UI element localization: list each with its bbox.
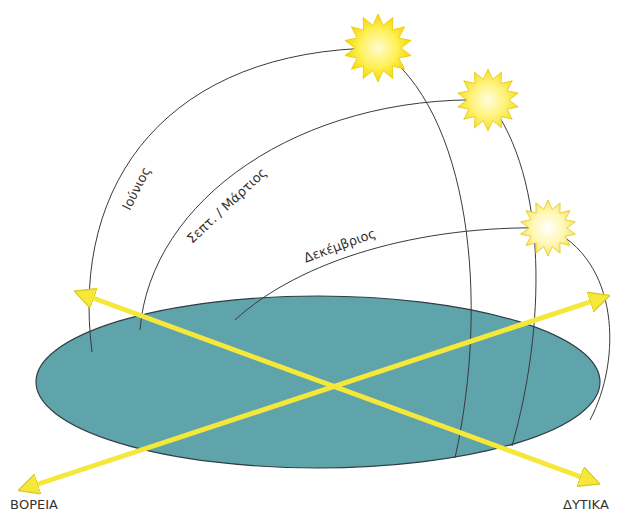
december-path [235, 228, 548, 320]
june-path [89, 48, 378, 352]
june-path [378, 48, 471, 458]
sun-paths [89, 48, 610, 458]
sun-symbol [458, 69, 518, 131]
compass-arrows [26, 294, 602, 488]
compass-arrow [26, 298, 602, 488]
december-path [548, 228, 610, 420]
month-label: Σεπτ. / Μάρτιος [184, 164, 270, 246]
sun-symbol [521, 200, 576, 256]
suns [345, 14, 575, 256]
direction-label: ΔΥΤΙΚΑ [563, 497, 609, 512]
compass-arrow [82, 294, 592, 481]
direction-label: ΒΟΡΕΙΑ [10, 497, 58, 512]
sun-symbol [345, 14, 411, 82]
equinox-path [140, 100, 488, 330]
equinox-path [488, 100, 536, 446]
month-label: Ιούνιος [119, 164, 154, 212]
